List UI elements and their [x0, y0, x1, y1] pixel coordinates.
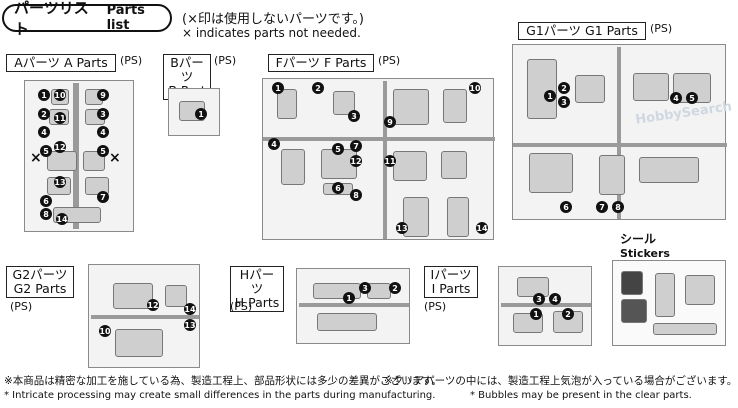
f-parts-sprue: [262, 78, 495, 240]
f-marker: 14: [476, 222, 488, 234]
g1-parts-label: G1パーツ G1 Parts: [518, 22, 646, 40]
h-marker: 3: [359, 282, 371, 294]
g2-marker: 13: [184, 319, 196, 331]
b-part-ps: (PS): [214, 54, 237, 67]
sticker-sheet: [612, 260, 726, 346]
g1-marker: 3: [558, 96, 570, 108]
f-marker: 8: [350, 189, 362, 201]
a-marker: 5: [97, 145, 109, 157]
footnote-jp-bubbles: ※クリアパーツの中には、製造工程上気泡が入っている場合がございます。: [384, 375, 738, 387]
exclusion-note-en: × indicates parts not needed.: [182, 26, 361, 40]
a-marker: 2: [38, 108, 50, 120]
a-marker: 13: [54, 176, 66, 188]
g1-marker: 4: [670, 92, 682, 104]
i-marker: 2: [562, 308, 574, 320]
b-marker: 1: [195, 108, 207, 120]
exclusion-note-jp: (×印は使用しないパーツです。): [182, 12, 364, 27]
f-marker: 4: [268, 138, 280, 150]
g1-marker: 1: [544, 90, 556, 102]
footnote-en-bubbles: * Bubbles may be present in the clear pa…: [470, 390, 692, 401]
a-marker: 4: [38, 126, 50, 138]
a-marker: 12: [54, 141, 66, 153]
title-jp: パーツリスト: [14, 0, 89, 38]
f-marker: 9: [384, 116, 396, 128]
h-parts-ps: (PS): [230, 300, 253, 313]
g2-parts-ps: (PS): [10, 300, 33, 313]
f-marker: 1: [272, 82, 284, 94]
a-marker: 5: [40, 145, 52, 157]
g2-marker: 14: [184, 303, 196, 315]
a-parts-ps: (PS): [120, 54, 143, 67]
f-marker: 11: [384, 155, 396, 167]
i-marker: 1: [530, 308, 542, 320]
a-marker: 3: [97, 108, 109, 120]
f-marker: 2: [312, 82, 324, 94]
g1-marker: 6: [560, 201, 572, 213]
f-marker: 3: [348, 110, 360, 122]
a-marker: 7: [97, 191, 109, 203]
parts-list-title: パーツリスト Parts list: [2, 0, 172, 38]
a-marker: 1: [38, 89, 50, 101]
a-marker: 9: [97, 89, 109, 101]
f-marker: 7: [350, 140, 362, 152]
f-parts-ps: (PS): [378, 54, 401, 67]
h-marker: 2: [389, 282, 401, 294]
footnote-en-precision: * Intricate processing may create small …: [4, 390, 436, 401]
b-part-sprue: [168, 88, 220, 136]
footnote-jp-precision: ※本商品は精密な加工を施している為、製造工程上、部品形状には多少の差異がございま…: [4, 375, 442, 387]
f-marker: 5: [332, 143, 344, 155]
excluded-part-mark: ×: [109, 150, 121, 166]
g2-parts-sprue: [88, 264, 200, 368]
a-parts-label: Aパーツ A Parts: [6, 54, 116, 72]
g1-marker: 2: [558, 82, 570, 94]
f-marker: 10: [469, 82, 481, 94]
g1-parts-ps: (PS): [650, 22, 673, 35]
i-marker: 3: [533, 293, 545, 305]
f-marker: 13: [396, 222, 408, 234]
g1-parts-sprue: [512, 44, 727, 220]
a-marker: 11: [54, 112, 66, 124]
stickers-heading: シール Stickers: [620, 232, 670, 260]
f-parts-label: Fパーツ F Parts: [268, 54, 374, 72]
g1-marker: 5: [686, 92, 698, 104]
title-en: Parts list: [106, 3, 145, 33]
a-marker: 8: [40, 208, 52, 220]
excluded-part-mark: ×: [30, 150, 42, 166]
i-parts-sprue: [498, 266, 592, 346]
i-marker: 4: [549, 293, 561, 305]
i-parts-ps: (PS): [424, 300, 447, 313]
a-marker: 14: [56, 213, 68, 225]
f-marker: 6: [332, 182, 344, 194]
a-marker: 6: [40, 195, 52, 207]
g1-marker: 7: [596, 201, 608, 213]
g2-marker: 12: [147, 299, 159, 311]
a-marker: 10: [54, 89, 66, 101]
h-parts-sprue: [296, 268, 410, 344]
h-marker: 1: [343, 292, 355, 304]
a-marker: 4: [97, 126, 109, 138]
f-marker: 12: [350, 155, 362, 167]
g1-marker: 8: [612, 201, 624, 213]
g2-marker: 10: [99, 325, 111, 337]
